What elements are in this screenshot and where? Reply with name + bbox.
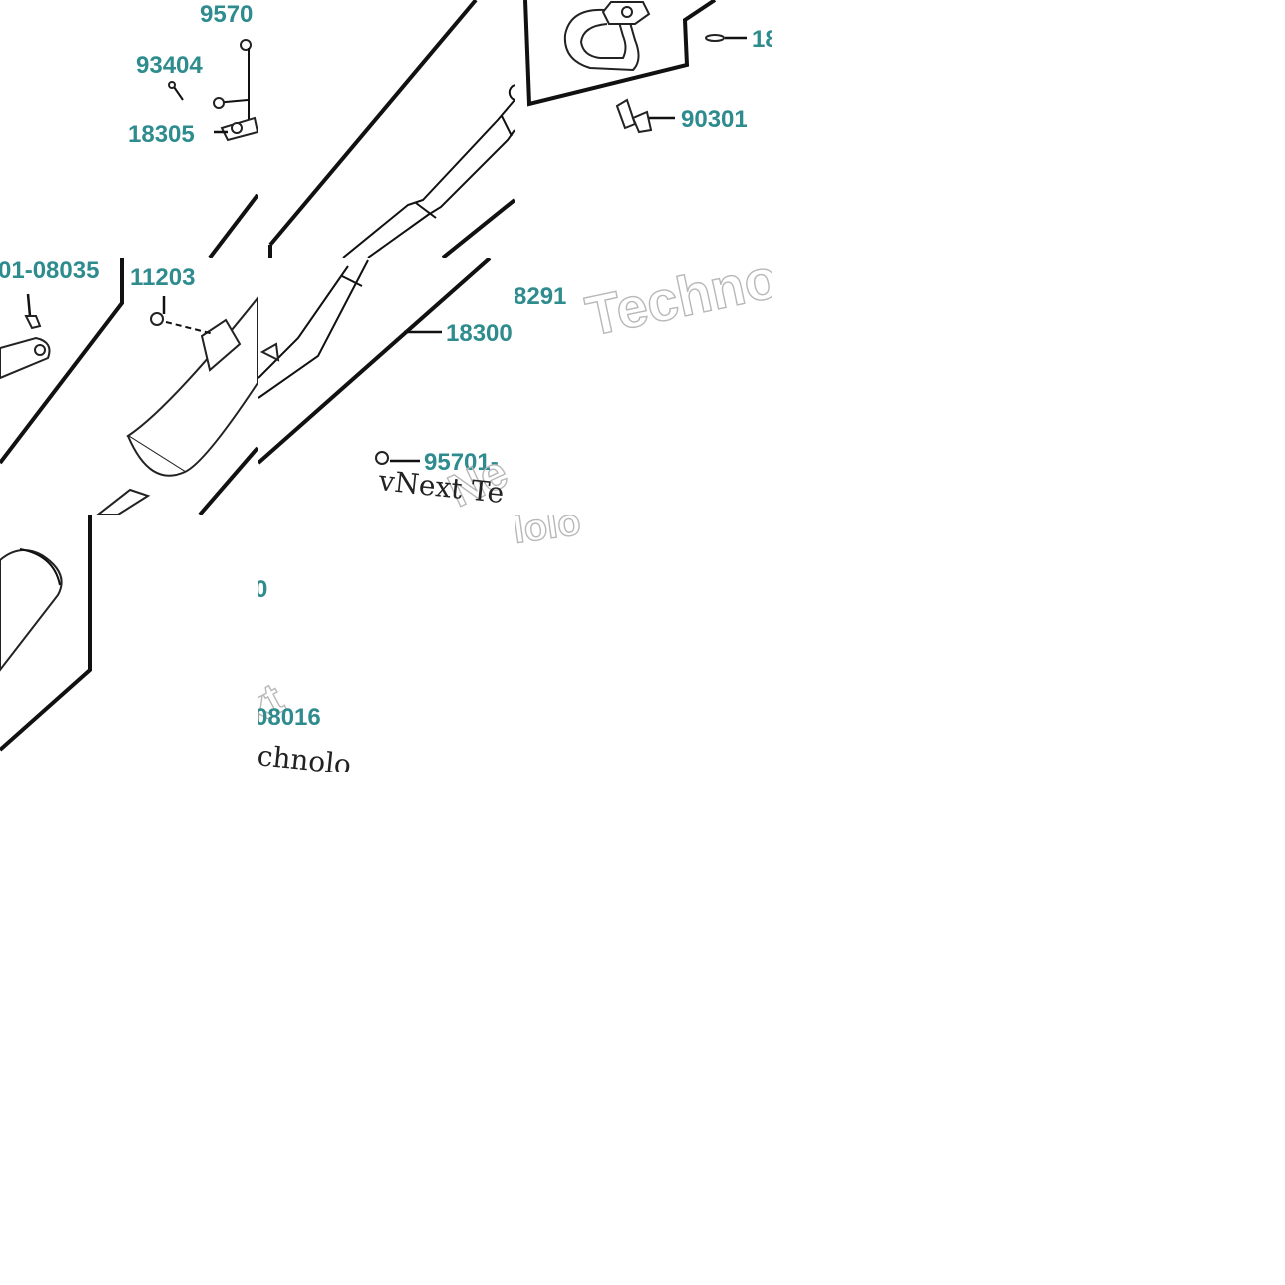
tailpipe: [96, 488, 151, 515]
tile-1-drawing: 9570 93404 18305: [128, 1, 258, 258]
part-label-8291: 8291: [515, 283, 566, 310]
tile-3-drawing: 18 90301: [523, 0, 772, 134]
frame-left: [0, 258, 124, 465]
diagram-tile-4: 01-08035 11203: [0, 258, 258, 515]
tile-9-drawing: lolo: [515, 515, 584, 550]
bolt-08035: [24, 315, 42, 330]
pipe-clamp: [501, 115, 513, 137]
watermark-olo: lolo: [515, 515, 583, 550]
pipe-flange-edge: [508, 84, 515, 101]
frame-right: [198, 446, 258, 515]
pipe-upper-edge: [342, 99, 515, 258]
pipe-flange: [259, 342, 280, 362]
bolt-head: [240, 39, 252, 51]
stud-2: [631, 110, 653, 134]
diagram-tile-2: [258, 0, 515, 258]
mount-bracket: [200, 318, 242, 372]
watermark-chnolo: chnolo: [258, 739, 353, 772]
diagram-tile-7: [0, 515, 258, 772]
frame-border: [0, 515, 92, 752]
gasket: [705, 34, 725, 42]
pipe-upper-edge: [258, 265, 349, 379]
tile-4-drawing: 01-08035 11203: [0, 258, 258, 515]
part-label-11203: 11203: [130, 264, 195, 291]
frame-border: [523, 0, 717, 107]
bolt-95701-head: [375, 451, 389, 465]
tile-8-drawing: 0 xt 08016 chnolo: [258, 576, 353, 772]
bracket-arm: [0, 336, 51, 380]
muffler-cap-edge: [19, 548, 61, 586]
part-label-18300: 18300: [446, 320, 513, 347]
muffler-tail: [0, 549, 63, 672]
frame-line: [208, 193, 258, 258]
pipe-lower-edge: [367, 129, 515, 258]
stud-1: [615, 98, 637, 130]
frame-diagonal: [258, 258, 492, 465]
muffler-body: [126, 296, 258, 474]
part-label-18305: 18305: [128, 121, 195, 148]
exhaust-manifold-inner: [579, 21, 627, 59]
tile-7-drawing: [0, 515, 92, 752]
part-label-08035: 01-08035: [0, 258, 99, 284]
part-label-9570: 9570: [200, 1, 253, 28]
tile-5-drawing: 18300 95701- Ne vNext Te: [258, 258, 515, 515]
diagram-tile-1: 9570 93404 18305: [0, 0, 258, 258]
muffler-end-cone: [127, 435, 186, 477]
flange-port: [621, 6, 633, 18]
diagram-tile-6: 8291 Techno: [515, 258, 772, 515]
tile-6-drawing: 8291 Techno: [515, 258, 772, 348]
part-label-0: 0: [258, 576, 267, 603]
part-label-93404: 93404: [136, 52, 203, 79]
part-label-90301: 90301: [681, 106, 748, 133]
part-label-08016: 08016: [258, 704, 321, 731]
part-label-95701: 95701-: [424, 449, 499, 476]
diagram-tile-8: 0 xt 08016 chnolo: [258, 515, 358, 772]
bracket-hole: [231, 122, 243, 134]
bracket-arm-hole: [34, 344, 46, 356]
frame-diagonal: [268, 0, 478, 247]
diagram-tile-3: 18 90301: [515, 0, 772, 258]
part-label-18: 18: [752, 26, 772, 53]
pipe-joint: [341, 275, 363, 287]
diagram-tile-5: 18300 95701- Ne vNext Te: [258, 258, 515, 515]
watermark-techno: Techno: [580, 258, 772, 348]
pin-head: [213, 97, 225, 109]
tile-2-drawing: [268, 0, 515, 258]
nut-11203: [150, 312, 164, 326]
nut-dash-line: [165, 321, 215, 335]
bolt-93404-head: [168, 81, 176, 89]
pipe-joint: [415, 202, 437, 219]
frame-lower: [441, 198, 515, 258]
diagram-tile-9: lolo: [515, 515, 615, 550]
leader-08035: [26, 293, 32, 317]
pipe-lower-edge: [258, 259, 369, 399]
